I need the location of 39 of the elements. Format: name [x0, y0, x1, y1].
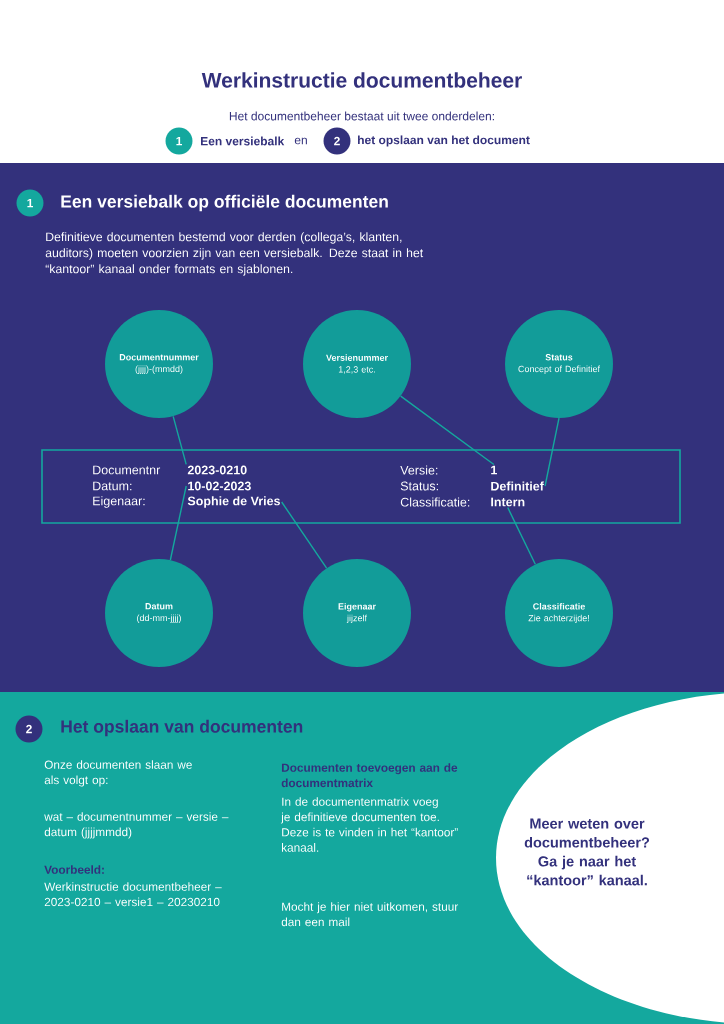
- number-badge: 1: [16, 189, 44, 217]
- field-name: Documentnr: [93, 465, 161, 475]
- leader-line: [281, 501, 328, 569]
- subheading: Documenten toevoegen aan de documentmatrix: [281, 763, 458, 788]
- field-name: Status:: [400, 481, 438, 491]
- body-text: Onze documenten slaan we als volgt op:: [44, 760, 192, 787]
- leader-line: [400, 395, 495, 466]
- connector-word: en: [294, 137, 307, 145]
- subtitle: Het documentbeheer bestaat uit twee onderdelen:: [229, 111, 494, 121]
- field-value: Definitief: [491, 481, 544, 491]
- subheading: Voorbeeld:: [44, 865, 104, 874]
- field-value: 10-02-2023: [188, 481, 251, 491]
- body-text: Mocht je hier niet uitkomen, stuur dan een mail: [281, 902, 459, 927]
- body-text: wat – documentnummer – versie – datum (jjjjmmdd): [44, 812, 229, 839]
- field-name: Classificatie:: [400, 497, 470, 507]
- field-name: Versie:: [400, 465, 438, 475]
- field-value: 2023-0210: [187, 465, 247, 475]
- section-heading: Het opslaan van documenten: [61, 719, 303, 737]
- field-name: Eigenaar:: [93, 496, 145, 508]
- number-badge: 2: [15, 715, 43, 743]
- leader-line: [544, 417, 560, 487]
- leader-line: [172, 415, 187, 466]
- leader-line: [507, 506, 537, 565]
- body-text: Werkinstructie documentbeheer – 2023-0210 – versie1 – 20230210: [44, 882, 222, 907]
- leader-line: [169, 485, 187, 561]
- part-name: het opslaan van het document: [358, 135, 530, 147]
- title: Werkinstructie documentbeheer: [201, 72, 522, 88]
- number-badge: 1: [165, 127, 193, 155]
- field-name: Datum:: [93, 481, 132, 491]
- part-name: Een versiebalk: [201, 136, 285, 146]
- intro-text: Definitieve documenten bestemd voor derden (collega’s, klanten, auditors) moeten voorzien zijn van een versiebalk. Deze staat in het “kantoor” kanaal onder formats en sjablonen.: [45, 232, 424, 276]
- body-text: In de documentenmatrix voeg je definitieve documenten toe. Deze is te vinden in het “kantoor” kanaal.: [280, 797, 458, 852]
- version-bar: [41, 449, 681, 524]
- number-badge: 2: [323, 127, 351, 155]
- field-value: Sophie de Vries: [187, 496, 280, 508]
- callout-text: Meer weten over documentbeheer? Ga je naar het “kantoor” kanaal.: [524, 818, 649, 886]
- section-heading: Een versiebalk op officiële documenten: [61, 194, 388, 212]
- field-value: Intern: [491, 497, 525, 507]
- field-value: 1: [491, 465, 497, 475]
